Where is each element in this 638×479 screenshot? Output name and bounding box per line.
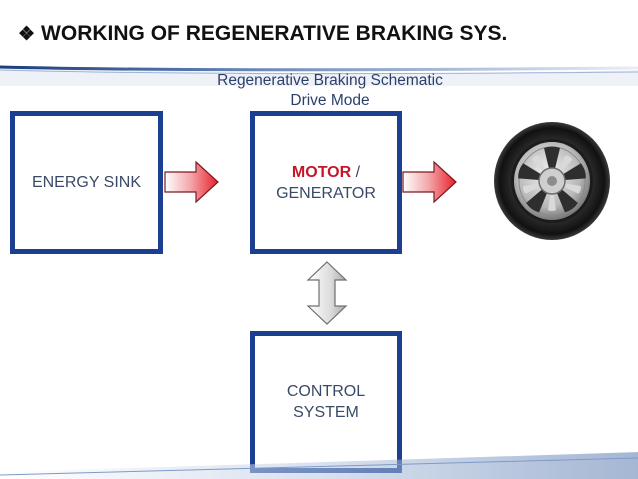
bidirectional-arrow-icon [306, 261, 348, 325]
slide-title: ❖WORKING OF REGENERATIVE BRAKING SYS. [18, 22, 507, 46]
motor-label: MOTOR [291, 163, 352, 181]
generator-label: GENERATOR [276, 184, 376, 202]
energy-sink-box: ENERGY SINK [10, 111, 163, 254]
motor-label-line: MOTOR / [292, 162, 360, 183]
diagram-title-line1: Regenerative Braking Schematic [217, 72, 443, 89]
energy-sink-label: ENERGY SINK [31, 174, 142, 191]
four-diamond-bullet-icon: ❖ [18, 24, 36, 45]
header-decoration [0, 65, 638, 86]
motor-generator-box: MOTOR / GENERATOR [250, 111, 402, 254]
motor-slash: / [351, 163, 361, 181]
control-label: CONTROL [286, 383, 366, 400]
right-arrow-icon [402, 160, 457, 204]
footer-decoration [0, 452, 638, 479]
tire-icon [494, 122, 610, 240]
slide-title-text: WORKING OF REGENERATIVE BRAKING SYS. [41, 22, 508, 45]
diagram-title-line2: Drive Mode [290, 92, 370, 109]
right-arrow-icon [164, 160, 219, 204]
system-label: SYSTEM [293, 404, 359, 421]
